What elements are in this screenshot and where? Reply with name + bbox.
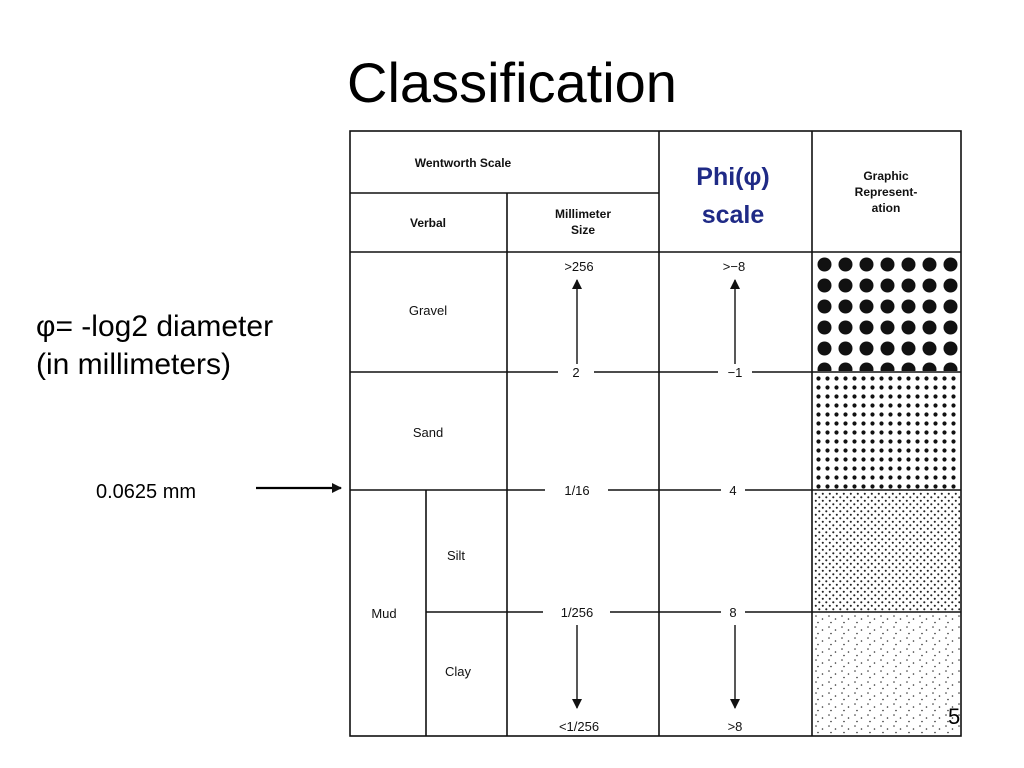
clay-pattern	[814, 614, 960, 734]
formula-line-1: φ= -log2 diameter	[36, 310, 274, 343]
phi-value-silt-clay: 8	[729, 605, 736, 620]
mm-value-sand-silt: 1/16	[564, 483, 589, 498]
slide-title: Classification	[347, 51, 677, 114]
class-silt: Silt	[447, 548, 465, 563]
header-verbal: Verbal	[410, 216, 446, 230]
phi-value-gravel-sand: −1	[728, 365, 743, 380]
phi-value-top: >−8	[723, 259, 745, 274]
class-sand: Sand	[413, 425, 443, 440]
mm-value-bottom: <1/256	[559, 719, 599, 734]
header-phi-line-1: Phi(φ)	[696, 163, 769, 191]
header-mm-line-1: Millimeter	[555, 207, 611, 221]
formula-line-2: (in millimeters)	[36, 348, 231, 381]
silt-pattern	[814, 492, 960, 611]
mm-value-top: >256	[564, 259, 593, 274]
phi-value-bottom: >8	[728, 719, 743, 734]
header-phi-line-2: scale	[702, 201, 765, 229]
table-grid	[349, 130, 962, 737]
mm-value-silt-clay: 1/256	[561, 605, 594, 620]
phi-value-sand-silt: 4	[729, 483, 736, 498]
header-graphic-line-1: Graphic	[863, 169, 909, 183]
header-graphic-line-3: ation	[872, 201, 901, 215]
class-clay: Clay	[445, 664, 472, 679]
page-number: 5	[948, 704, 961, 729]
header-graphic-line-2: Represent-	[855, 185, 918, 199]
phi-formula: φ= -log2 diameter (in millimeters)	[36, 308, 273, 384]
class-gravel: Gravel	[409, 303, 447, 318]
class-mud: Mud	[371, 606, 396, 621]
sand-pattern	[814, 374, 960, 489]
boundary-lines	[350, 371, 961, 613]
gravel-pattern	[814, 254, 960, 371]
boundary-note: 0.0625 mm	[96, 481, 197, 503]
mm-value-gravel-sand: 2	[572, 365, 579, 380]
header-mm-line-2: Size	[571, 223, 595, 237]
header-wentworth: Wentworth Scale	[415, 156, 512, 170]
range-arrows	[572, 279, 740, 709]
